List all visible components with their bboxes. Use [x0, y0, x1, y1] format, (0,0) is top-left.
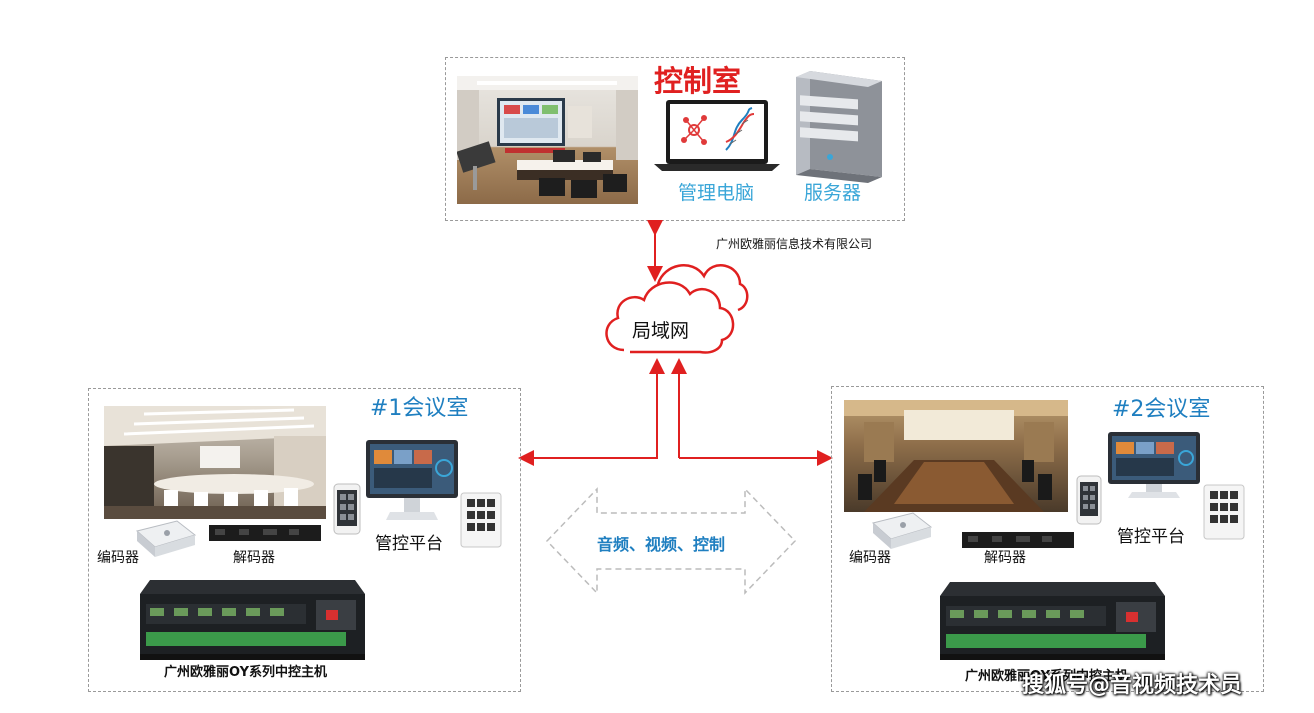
- double-arrow-icon: [545, 487, 797, 595]
- room2-encoder-label: 编码器: [849, 550, 891, 566]
- room2-illustration: [844, 400, 1068, 512]
- room2-decoder-icon: [962, 532, 1074, 548]
- room2-touch-panel-icon: [1108, 432, 1200, 498]
- room1-keypad-icon: [460, 492, 502, 548]
- room1-control-platform-label: 管控平台: [375, 534, 443, 554]
- room1-encoder-label: 编码器: [97, 550, 139, 566]
- room1-touch-panel-icon: [366, 440, 458, 520]
- laptop-icon: [654, 100, 780, 171]
- control-room-box: [445, 57, 905, 221]
- control-room-photo: [457, 76, 638, 204]
- control-room-illustration: [457, 76, 638, 198]
- room1-decoder-label: 解码器: [233, 550, 275, 566]
- room1-decoder-icon: [209, 525, 321, 541]
- room1-photo: [104, 406, 326, 519]
- room2-photo: [844, 400, 1068, 512]
- room1-host-icon: [140, 580, 365, 660]
- watermark: 搜狐号@音视频技术员: [1022, 673, 1243, 698]
- room2-box: [831, 386, 1264, 692]
- transfer-label: 音频、视频、控制: [597, 535, 726, 554]
- company-caption: 广州欧雅丽信息技术有限公司: [716, 237, 873, 251]
- room2-control-platform-label: 管控平台: [1117, 527, 1185, 547]
- room1-title: #1会议室: [370, 396, 469, 421]
- room1-encoder-icon: [135, 520, 197, 557]
- cloud-icon: [605, 264, 749, 354]
- room2-encoder-icon: [871, 512, 933, 549]
- room1-illustration: [104, 406, 326, 519]
- room1-box: [88, 388, 521, 692]
- network-label: 局域网: [632, 320, 690, 342]
- room2-host-caption: 广州欧雅丽OY系列中控主机: [965, 669, 1129, 684]
- control-room-title: 控制室: [654, 64, 742, 98]
- room2-host-icon: [940, 582, 1165, 660]
- server-icon: [796, 71, 882, 183]
- room1-host-caption: 广州欧雅丽OY系列中控主机: [164, 665, 328, 680]
- room2-title: #2会议室: [1112, 397, 1211, 422]
- server-label: 服务器: [804, 182, 862, 204]
- pc-label: 管理电脑: [678, 182, 755, 204]
- room2-keypad-icon: [1203, 484, 1245, 540]
- room1-phone-icon: [333, 483, 361, 535]
- room2-phone-icon: [1076, 475, 1102, 525]
- room2-decoder-label: 解码器: [984, 550, 1026, 566]
